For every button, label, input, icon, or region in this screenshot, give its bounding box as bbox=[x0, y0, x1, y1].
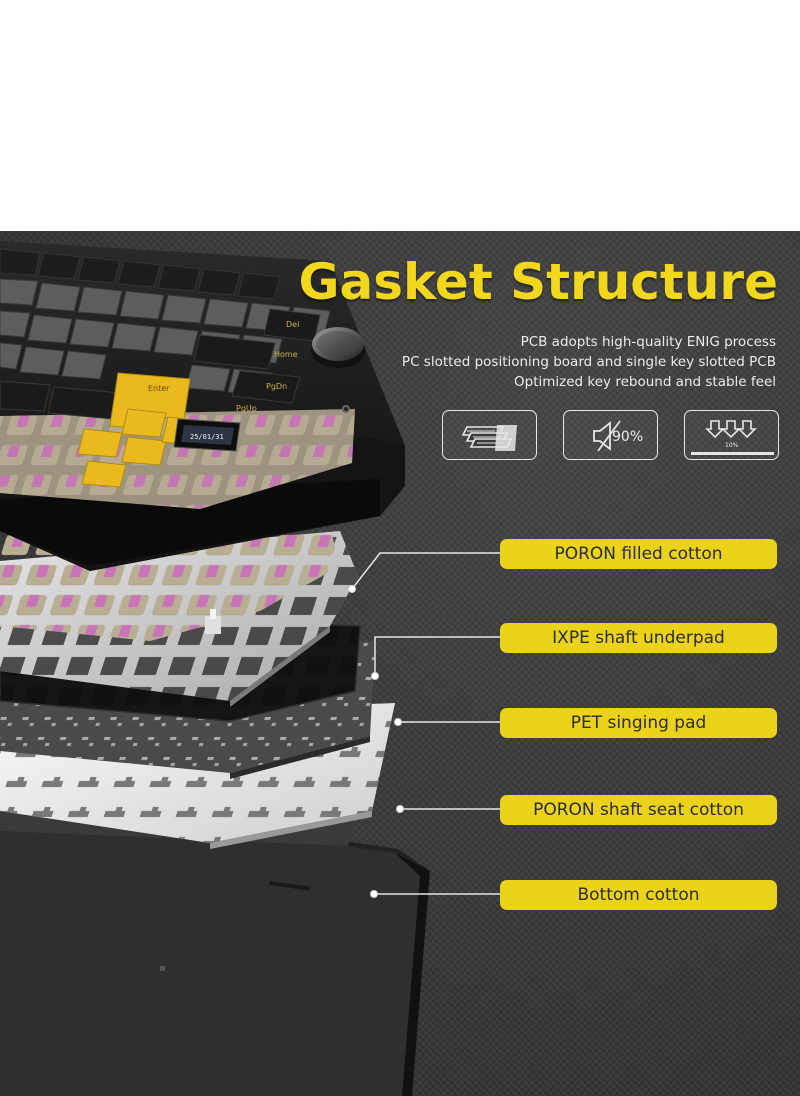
layer-label-bottom-cotton: Bottom cotton bbox=[500, 880, 777, 910]
volume-knob bbox=[311, 327, 365, 368]
keycap-home-label: Home bbox=[274, 350, 298, 359]
rebound-arrows-icon: 10% bbox=[691, 420, 774, 455]
description-line: PC slotted positioning board and single … bbox=[401, 354, 776, 370]
description-line: PCB adopts high-quality ENIG process bbox=[520, 334, 776, 350]
keycap-enter-label: Enter bbox=[148, 384, 170, 393]
product-panel: 25/01/31 Enter PgUp PgDn Del Home bbox=[0, 231, 800, 1096]
mini-display-text: 25/01/31 bbox=[190, 433, 224, 441]
layer-label-ixpe-shaft-underpad: IXPE shaft underpad bbox=[500, 623, 777, 653]
callout-leader-lines bbox=[348, 552, 500, 898]
layer-label-pet-singing-pad: PET singing pad bbox=[500, 708, 777, 738]
keycap-del-label: Del bbox=[286, 320, 299, 329]
feature-noise-reduction: 90% bbox=[563, 410, 658, 460]
feature-icon-row: 90% 10% bbox=[442, 410, 779, 462]
keycaps: 25/01/31 Enter PgUp PgDn Del Home bbox=[0, 248, 365, 488]
keycap-pgdn-label: PgDn bbox=[266, 382, 287, 391]
keycap-pgup-label: PgUp bbox=[236, 404, 257, 413]
muted-speaker-icon: 90% bbox=[593, 420, 643, 452]
stacked-plates-icon bbox=[461, 425, 517, 451]
layer-label-poron-filled-cotton: PORON filled cotton bbox=[500, 539, 777, 569]
feature-stacked-plates bbox=[442, 410, 537, 460]
noise-reduction-value: 90% bbox=[612, 429, 643, 445]
rebound-value: 10% bbox=[725, 442, 739, 449]
bottom-case bbox=[0, 791, 430, 1096]
exploded-keyboard-illustration: 25/01/31 Enter PgUp PgDn Del Home bbox=[0, 241, 430, 1096]
mini-display: 25/01/31 bbox=[173, 418, 241, 452]
feature-description: PCB adopts high-quality ENIG process PC … bbox=[402, 332, 776, 392]
page-title: Gasket Structure bbox=[298, 253, 778, 311]
layer-label-poron-shaft-seat-cotton: PORON shaft seat cotton bbox=[500, 795, 777, 825]
feature-rebound: 10% bbox=[684, 410, 779, 460]
description-line: Optimized key rebound and stable feel bbox=[514, 374, 776, 390]
